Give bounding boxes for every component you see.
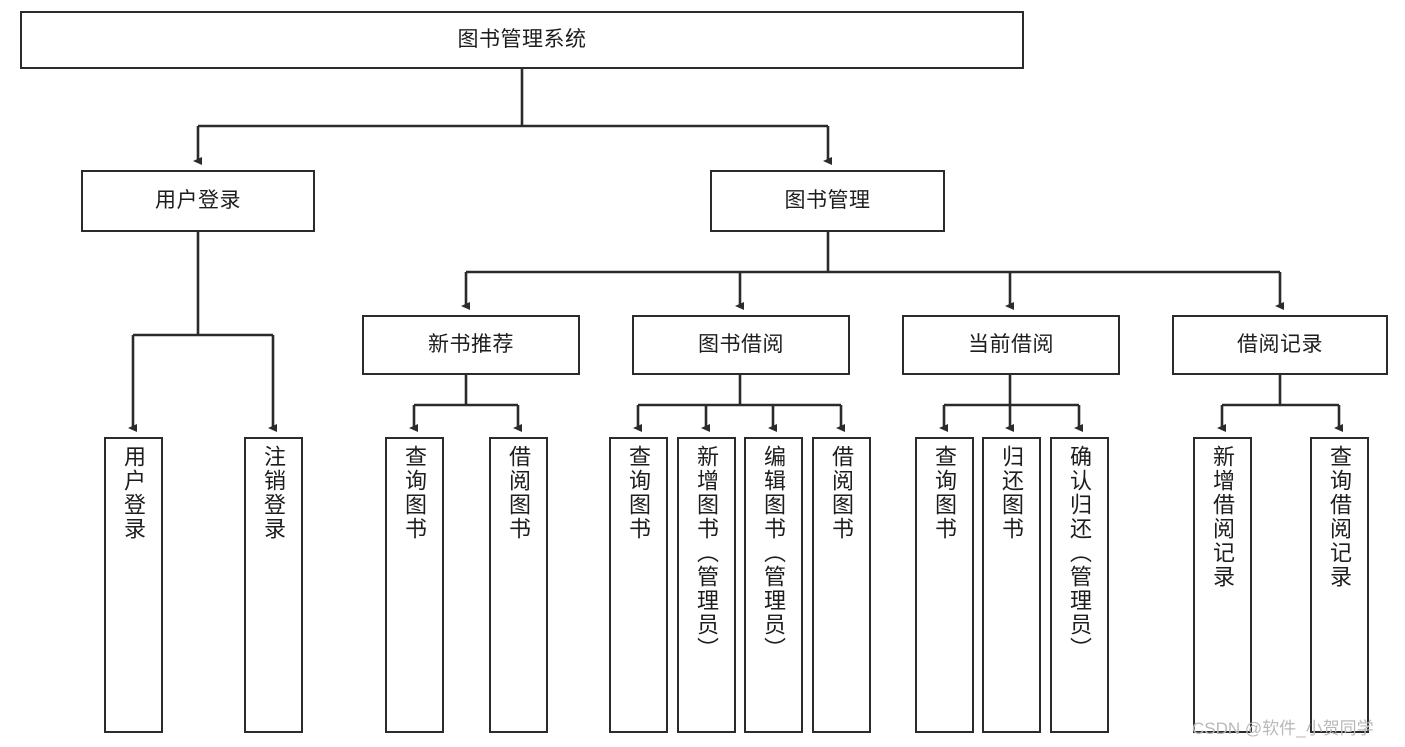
node-user-login[interactable]: 用户登录 <box>81 170 315 232</box>
node-borrow-record-label: 借阅记录 <box>1237 332 1323 356</box>
leaf-edit-book[interactable]: 编辑图书（管理员） <box>744 437 803 733</box>
node-current-borrow-label: 当前借阅 <box>968 332 1054 356</box>
node-book-management-label: 图书管理 <box>784 188 871 212</box>
leaf-query-book-3[interactable]: 查询图书 <box>915 437 974 733</box>
leaf-add-book[interactable]: 新增图书（管理员） <box>677 437 736 733</box>
leaf-borrow-book-1-label: 借阅图书 <box>506 445 532 541</box>
node-user-login-label: 用户登录 <box>155 188 241 212</box>
leaf-confirm-return-label: 确认归还（管理员） <box>1067 445 1093 661</box>
node-book-management[interactable]: 图书管理 <box>710 170 945 232</box>
node-new-book-recommend[interactable]: 新书推荐 <box>362 315 580 375</box>
leaf-return-book[interactable]: 归还图书 <box>982 437 1041 733</box>
node-current-borrow[interactable]: 当前借阅 <box>902 315 1120 375</box>
leaf-user-login-label: 用户登录 <box>121 445 147 541</box>
leaf-query-record-label: 查询借阅记录 <box>1327 445 1353 589</box>
node-root[interactable]: 图书管理系统 <box>20 11 1024 69</box>
leaf-query-book-3-label: 查询图书 <box>932 445 958 541</box>
leaf-query-book-1[interactable]: 查询图书 <box>385 437 444 733</box>
leaf-query-book-1-label: 查询图书 <box>402 445 428 541</box>
node-root-label: 图书管理系统 <box>457 27 587 51</box>
leaf-borrow-book-1[interactable]: 借阅图书 <box>489 437 548 733</box>
leaf-borrow-book-2-label: 借阅图书 <box>829 445 855 541</box>
leaf-query-book-2-label: 查询图书 <box>626 445 652 541</box>
node-book-borrow-label: 图书借阅 <box>698 332 784 356</box>
leaf-add-book-label: 新增图书（管理员） <box>694 445 720 661</box>
node-new-book-recommend-label: 新书推荐 <box>428 332 514 356</box>
leaf-query-record[interactable]: 查询借阅记录 <box>1310 437 1369 733</box>
leaf-query-book-2[interactable]: 查询图书 <box>609 437 668 733</box>
leaf-add-record-label: 新增借阅记录 <box>1210 445 1236 589</box>
leaf-logout[interactable]: 注销登录 <box>244 437 303 733</box>
leaf-borrow-book-2[interactable]: 借阅图书 <box>812 437 871 733</box>
leaf-user-login[interactable]: 用户登录 <box>104 437 163 733</box>
leaf-edit-book-label: 编辑图书（管理员） <box>761 445 787 661</box>
leaf-return-book-label: 归还图书 <box>999 445 1025 541</box>
node-borrow-record[interactable]: 借阅记录 <box>1172 315 1388 375</box>
leaf-add-record[interactable]: 新增借阅记录 <box>1193 437 1252 733</box>
leaf-confirm-return[interactable]: 确认归还（管理员） <box>1050 437 1109 733</box>
watermark: CSDN @软件_小贺同学 <box>1192 719 1374 738</box>
node-book-borrow[interactable]: 图书借阅 <box>632 315 850 375</box>
leaf-logout-label: 注销登录 <box>261 445 287 541</box>
